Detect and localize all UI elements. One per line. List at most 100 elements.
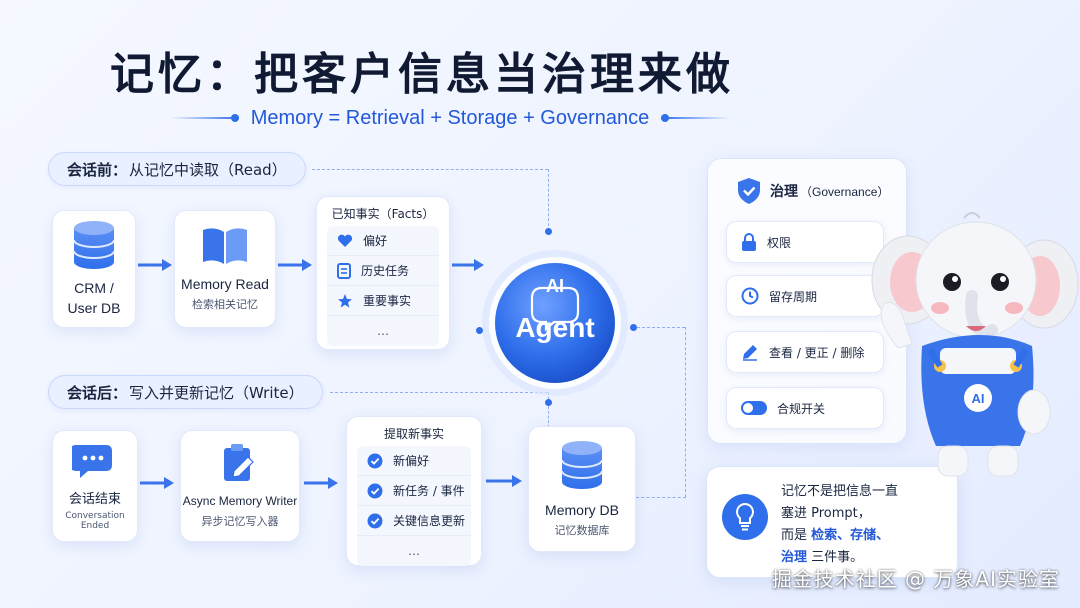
after-session-label: 写入并更新记忆（Write） — [129, 383, 304, 402]
agent-governance-connector-vertical — [685, 327, 686, 497]
note-highlight-governance: 治理 — [781, 550, 808, 565]
governance-item-label: 合规开关 — [777, 401, 826, 416]
governance-item-retention: 留存周期 — [726, 275, 884, 317]
note-line1: 记忆不是把信息一直 — [781, 484, 899, 499]
mascot-badge-text: AI — [972, 391, 985, 406]
extract-facts-card: 提取新事实 新偏好 新任务 / 事件 关键信息更新 … — [346, 416, 482, 566]
pencil-icon — [743, 345, 757, 361]
summary-note-text: 记忆不是把信息一直 塞进 Prompt， 而是 检索、存储、 治理 三件事。 — [781, 481, 951, 569]
extract-item-label: 关键信息更新 — [393, 514, 466, 528]
extract-item-label: 新任务 / 事件 — [393, 484, 465, 498]
session-ended-card: 会话结束 Conversation Ended — [52, 430, 138, 542]
extract-item-label: 新偏好 — [393, 454, 430, 468]
before-session-label-bold: 会话前： — [67, 160, 128, 179]
list-item: 偏好 — [327, 226, 439, 256]
before-session-pill: 会话前： 从记忆中读取（Read） — [48, 152, 306, 186]
agent-label: Agent — [515, 312, 595, 343]
elephant-mascot: AI — [871, 212, 1079, 477]
list-item: 历史任务 — [327, 256, 439, 286]
arrow-icon — [278, 259, 312, 271]
facts-item-label: 历史任务 — [361, 264, 410, 278]
governance-header: 治理 （Governance） — [736, 177, 889, 205]
list-icon — [337, 262, 351, 279]
list-item-more: … — [377, 324, 389, 338]
memory-db-card: Memory DB 记忆数据库 — [528, 426, 636, 552]
before-session-label: 从记忆中读取（Read） — [129, 160, 287, 179]
before-session-connector-vertical — [548, 169, 549, 231]
clock-icon — [741, 287, 759, 305]
session-ended-title: 会话结束 — [68, 491, 121, 506]
list-item-more: … — [408, 544, 420, 558]
check-icon — [367, 513, 383, 528]
facts-item-label: 偏好 — [363, 234, 388, 248]
governance-panel: 治理 （Governance） 权限 留存周期 查看 / 更正 / 删除 合规开… — [707, 158, 907, 444]
arrow-icon — [486, 475, 522, 487]
governance-item-label: 权限 — [767, 235, 792, 250]
after-session-connector-vertical — [548, 392, 549, 428]
connector-dot — [630, 324, 637, 331]
list-item: 新偏好 — [357, 446, 471, 476]
subtitle-divider-right — [661, 114, 730, 122]
list-item: 新任务 / 事件 — [357, 476, 471, 506]
facts-card: 已知事实（Facts） 偏好 历史任务 重要事实 … — [316, 196, 450, 350]
agent-ai-badge: AI — [546, 276, 564, 296]
after-session-label-bold: 会话后： — [67, 383, 128, 402]
async-writer-title: Async Memory Writer — [182, 494, 298, 508]
subtitle-divider-left — [170, 114, 239, 122]
extract-list: 新偏好 新任务 / 事件 关键信息更新 … — [357, 446, 471, 566]
connector-dot — [545, 399, 552, 406]
star-icon — [338, 293, 352, 308]
note-line3-prefix: 而是 — [781, 528, 812, 543]
subtitle-row: Memory = Retrieval + Storage + Governanc… — [170, 104, 730, 132]
governance-item-label: 查看 / 更正 / 删除 — [769, 345, 865, 360]
arrow-icon — [140, 477, 174, 489]
check-icon — [367, 483, 383, 498]
page-title: 记忆：把客户信息当治理来做 — [110, 49, 734, 100]
arrow-icon — [304, 477, 338, 489]
crm-label-line2: User DB — [67, 300, 121, 316]
facts-item-label: 重要事实 — [363, 294, 412, 308]
database-icon — [561, 441, 603, 489]
subtitle: Memory = Retrieval + Storage + Governanc… — [250, 106, 650, 129]
agent-node: AI Agent — [480, 248, 630, 398]
note-line2: 塞进 Prompt， — [781, 506, 871, 521]
watermark: 掘金技术社区 @ 万象AI实验室 — [771, 567, 1060, 591]
book-icon — [203, 228, 247, 264]
governance-title: 治理 — [770, 184, 798, 200]
governance-item-view-edit-delete: 查看 / 更正 / 删除 — [726, 331, 884, 373]
memorydb-connector — [636, 497, 686, 498]
check-icon — [367, 453, 383, 468]
list-item: 重要事实 — [327, 286, 439, 316]
async-writer-card: Async Memory Writer 异步记忆写入器 — [180, 430, 300, 542]
memory-db-subtitle: 记忆数据库 — [554, 524, 610, 537]
governance-item-label: 留存周期 — [769, 289, 818, 304]
memory-db-title: Memory DB — [545, 502, 619, 518]
note-line4-suffix: 三件事。 — [807, 550, 864, 565]
toggle-icon — [741, 401, 767, 415]
lightbulb-icon — [722, 494, 768, 540]
arrow-icon — [138, 259, 172, 271]
memory-read-subtitle: 检索相关记忆 — [192, 298, 258, 311]
connector-dot — [476, 327, 483, 334]
database-icon — [73, 221, 115, 269]
crm-label-line1: CRM / — [74, 280, 114, 296]
memory-read-title: Memory Read — [181, 276, 269, 292]
note-line3: 而是 检索、存储、 — [781, 525, 951, 547]
arrow-icon — [452, 259, 484, 271]
agent-governance-connector — [637, 327, 685, 328]
facts-title: 已知事实（Facts） — [331, 207, 435, 221]
extract-title: 提取新事实 — [383, 427, 444, 441]
agent-orb — [482, 250, 628, 396]
crm-user-db-card: CRM / User DB — [52, 210, 136, 328]
list-item: 关键信息更新 — [357, 506, 471, 536]
note-highlight-retrieval-storage: 检索、存储、 — [811, 528, 890, 543]
heart-icon — [337, 234, 353, 247]
facts-list: 偏好 历史任务 重要事实 … — [327, 226, 439, 346]
connector-dot — [545, 228, 552, 235]
after-session-connector — [330, 392, 548, 393]
chat-bubble-icon — [72, 445, 112, 478]
governance-title-en: （Governance） — [800, 184, 890, 199]
summary-note-card: 记忆不是把信息一直 塞进 Prompt， 而是 检索、存储、 治理 三件事。 — [706, 466, 958, 578]
lock-icon — [742, 233, 756, 251]
shield-icon — [738, 178, 760, 204]
